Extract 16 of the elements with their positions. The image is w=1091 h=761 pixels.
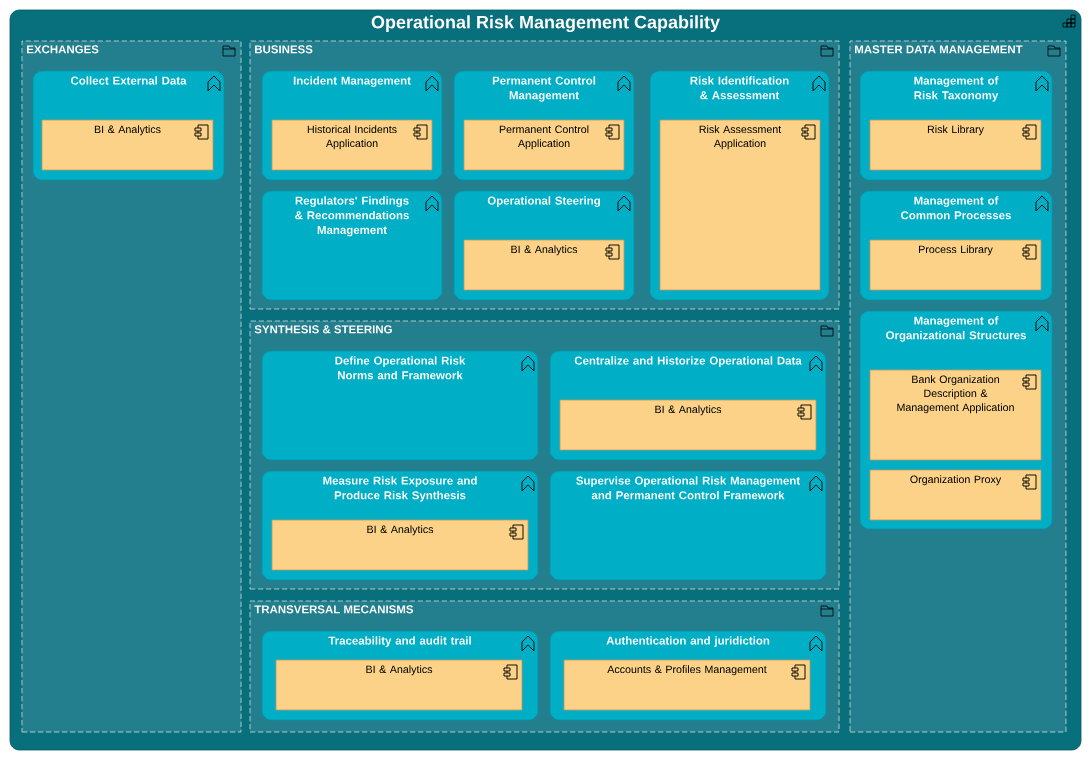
component-box: BI & Analytics xyxy=(463,239,625,291)
component-box: BI & Analytics xyxy=(271,519,529,571)
capability-box: Supervise Operational Risk Management and Permanent Control Framework xyxy=(549,470,827,581)
capability-box: Regulators' Findings & Recommendations Management xyxy=(261,190,443,301)
component-box: Risk Library xyxy=(869,119,1042,171)
component-box: Bank Organization Description & Management Application xyxy=(869,369,1042,461)
capability-box: Define Operational Risk Norms and Framework xyxy=(261,350,539,461)
component-box: BI & Analytics xyxy=(41,119,214,171)
component-box: Accounts & Profiles Management xyxy=(563,659,811,711)
component-box: Organization Proxy xyxy=(869,469,1042,521)
component-box: BI & Analytics xyxy=(559,399,817,451)
component-box: Permanent Control Application xyxy=(463,119,625,171)
component-box: BI & Analytics xyxy=(275,659,523,711)
component-box: Historical Incidents Application xyxy=(271,119,433,171)
component-box: Risk Assessment Application xyxy=(659,119,821,291)
component-box: Process Library xyxy=(869,239,1042,291)
